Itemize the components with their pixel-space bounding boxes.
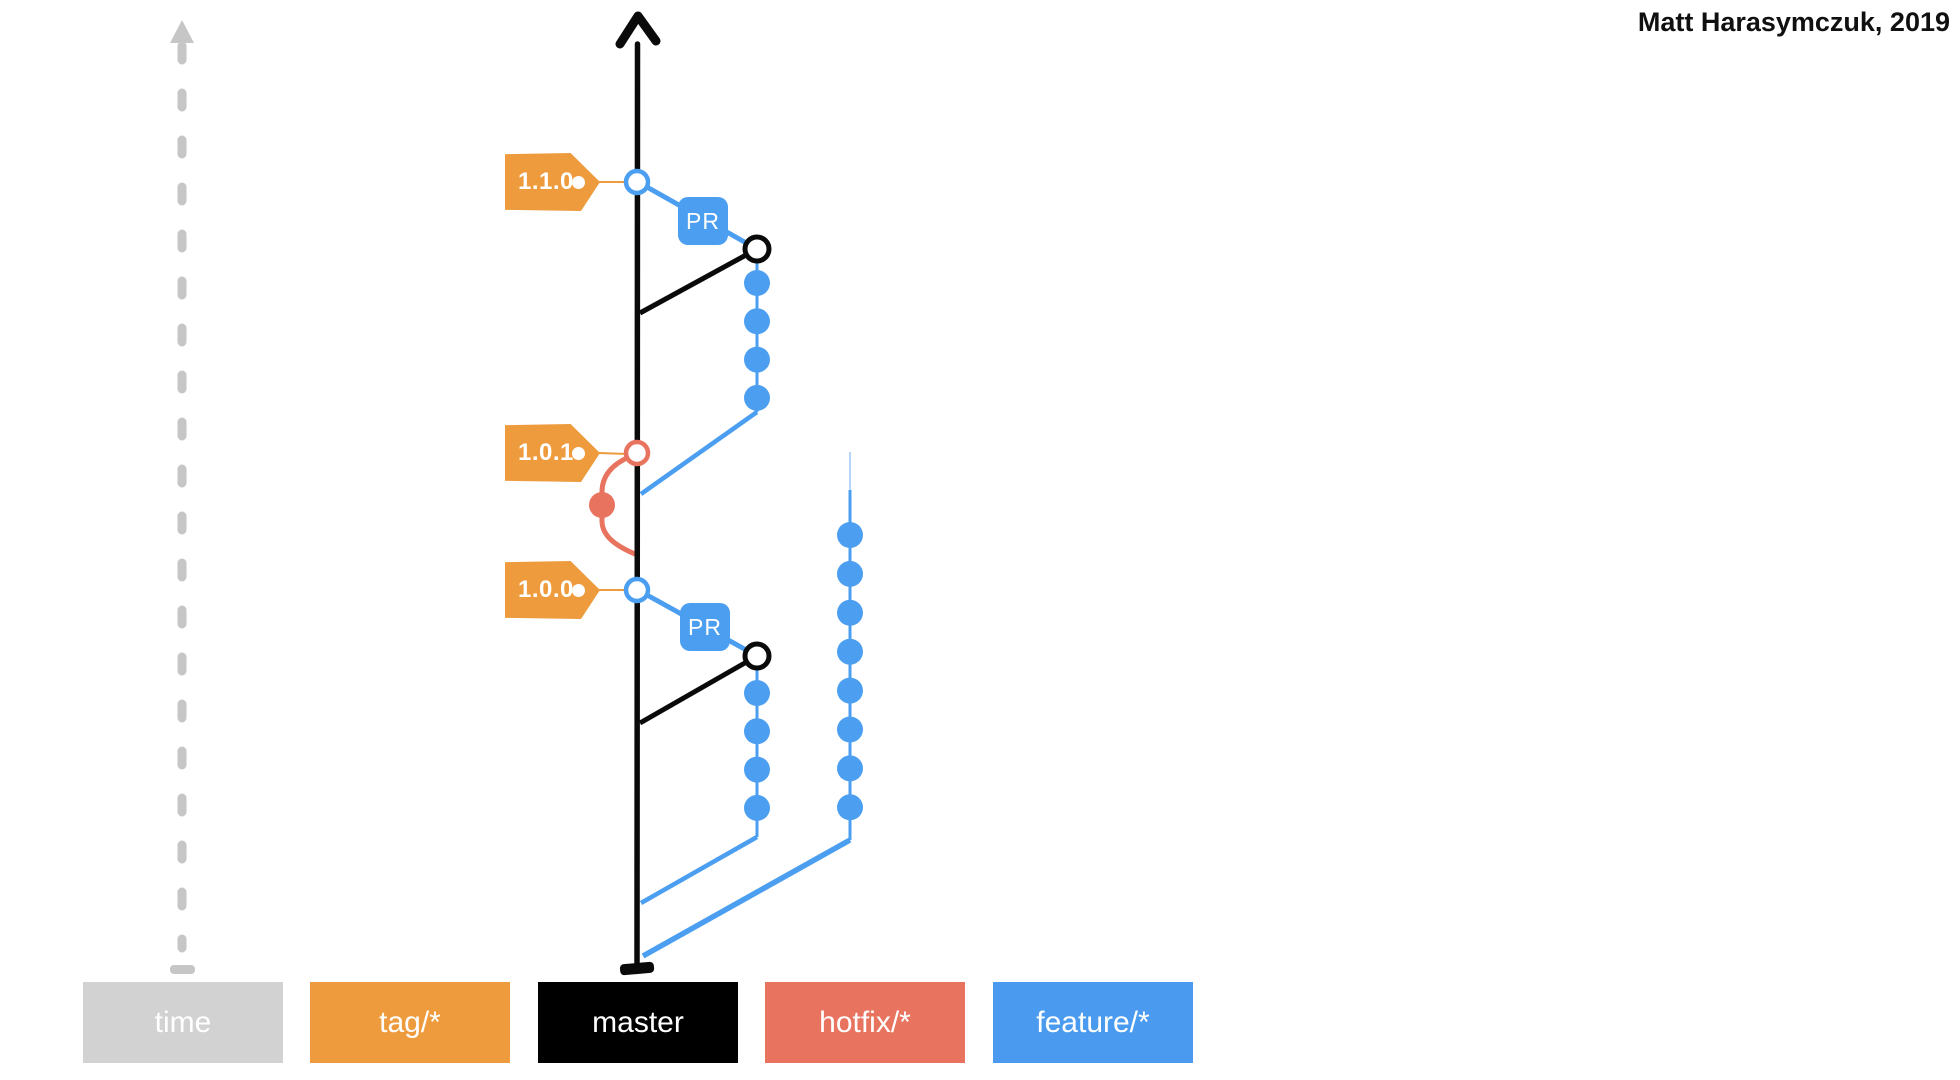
legend-feature: feature/*	[993, 982, 1193, 1063]
master-line	[634, 41, 641, 968]
commit-dot-feature-3	[837, 716, 863, 743]
commit-dot-feature-2	[744, 756, 770, 783]
tag-connectors	[597, 181, 628, 591]
feature1-branch-line	[639, 410, 759, 496]
legend-time: time	[83, 982, 283, 1063]
release-point-1-0-1	[623, 439, 651, 467]
master-branch	[615, 11, 661, 976]
tag-connector-101	[598, 452, 628, 455]
commit-dot-feature-1	[744, 308, 770, 335]
commit-dot-feature-1	[744, 346, 770, 373]
tag-label: 1.0.1	[518, 439, 574, 466]
time-axis-base	[170, 965, 195, 974]
release-point-1-0-0	[623, 576, 651, 604]
commit-dot-hotfix	[589, 492, 615, 518]
time-arrowhead-icon	[170, 20, 194, 43]
feature3-branch-line	[641, 837, 852, 959]
version-tag-1-0-0: 1.0.0	[505, 561, 600, 619]
feature1-head-circle	[742, 234, 772, 264]
version-tag-1-0-1: 1.0.1	[505, 424, 600, 482]
commit-dot-feature-1	[744, 270, 770, 296]
commit-dot-feature-3	[837, 560, 863, 587]
commit-dot-feature-2	[744, 794, 770, 821]
release-point-1-1-0	[623, 168, 651, 196]
master-merge-into-feature2	[638, 653, 759, 726]
tag-hole-icon	[571, 583, 585, 597]
pr-badge-feature1: PR	[678, 197, 728, 245]
feature2-branch-line	[639, 835, 759, 905]
commit-dots-layer	[589, 270, 863, 821]
commit-dot-feature-3	[837, 677, 863, 704]
merge-point-circles	[623, 168, 772, 671]
pr-badge-feature2: PR	[680, 603, 730, 651]
commit-dot-feature-3	[837, 755, 863, 782]
feature2-head-circle	[742, 641, 772, 671]
master-into-feature-lines	[638, 246, 759, 726]
commit-dot-feature-3	[837, 638, 863, 665]
attribution-text: Matt Harasymczuk, 2019	[1637, 7, 1950, 37]
commit-dot-feature-1	[744, 384, 770, 411]
commit-dot-feature-2	[744, 718, 770, 745]
commit-dot-feature-2	[744, 680, 770, 706]
legend-master: master	[538, 982, 738, 1063]
legend-hotfix: hotfix/*	[765, 982, 965, 1063]
legend-tag: tag/*	[310, 982, 510, 1063]
master-merge-into-feature1	[638, 246, 759, 316]
commit-dot-feature-3	[837, 522, 863, 548]
commit-dot-feature-3	[837, 794, 863, 821]
master-arrowhead-icon	[615, 11, 661, 49]
commit-dot-feature-3	[837, 599, 863, 626]
tag-hole-icon	[571, 175, 585, 189]
tag-label: 1.1.0	[518, 168, 574, 195]
tag-hole-icon	[571, 446, 585, 460]
time-axis	[170, 20, 195, 974]
tag-label: 1.0.0	[518, 576, 574, 603]
master-base-bar	[619, 961, 655, 976]
